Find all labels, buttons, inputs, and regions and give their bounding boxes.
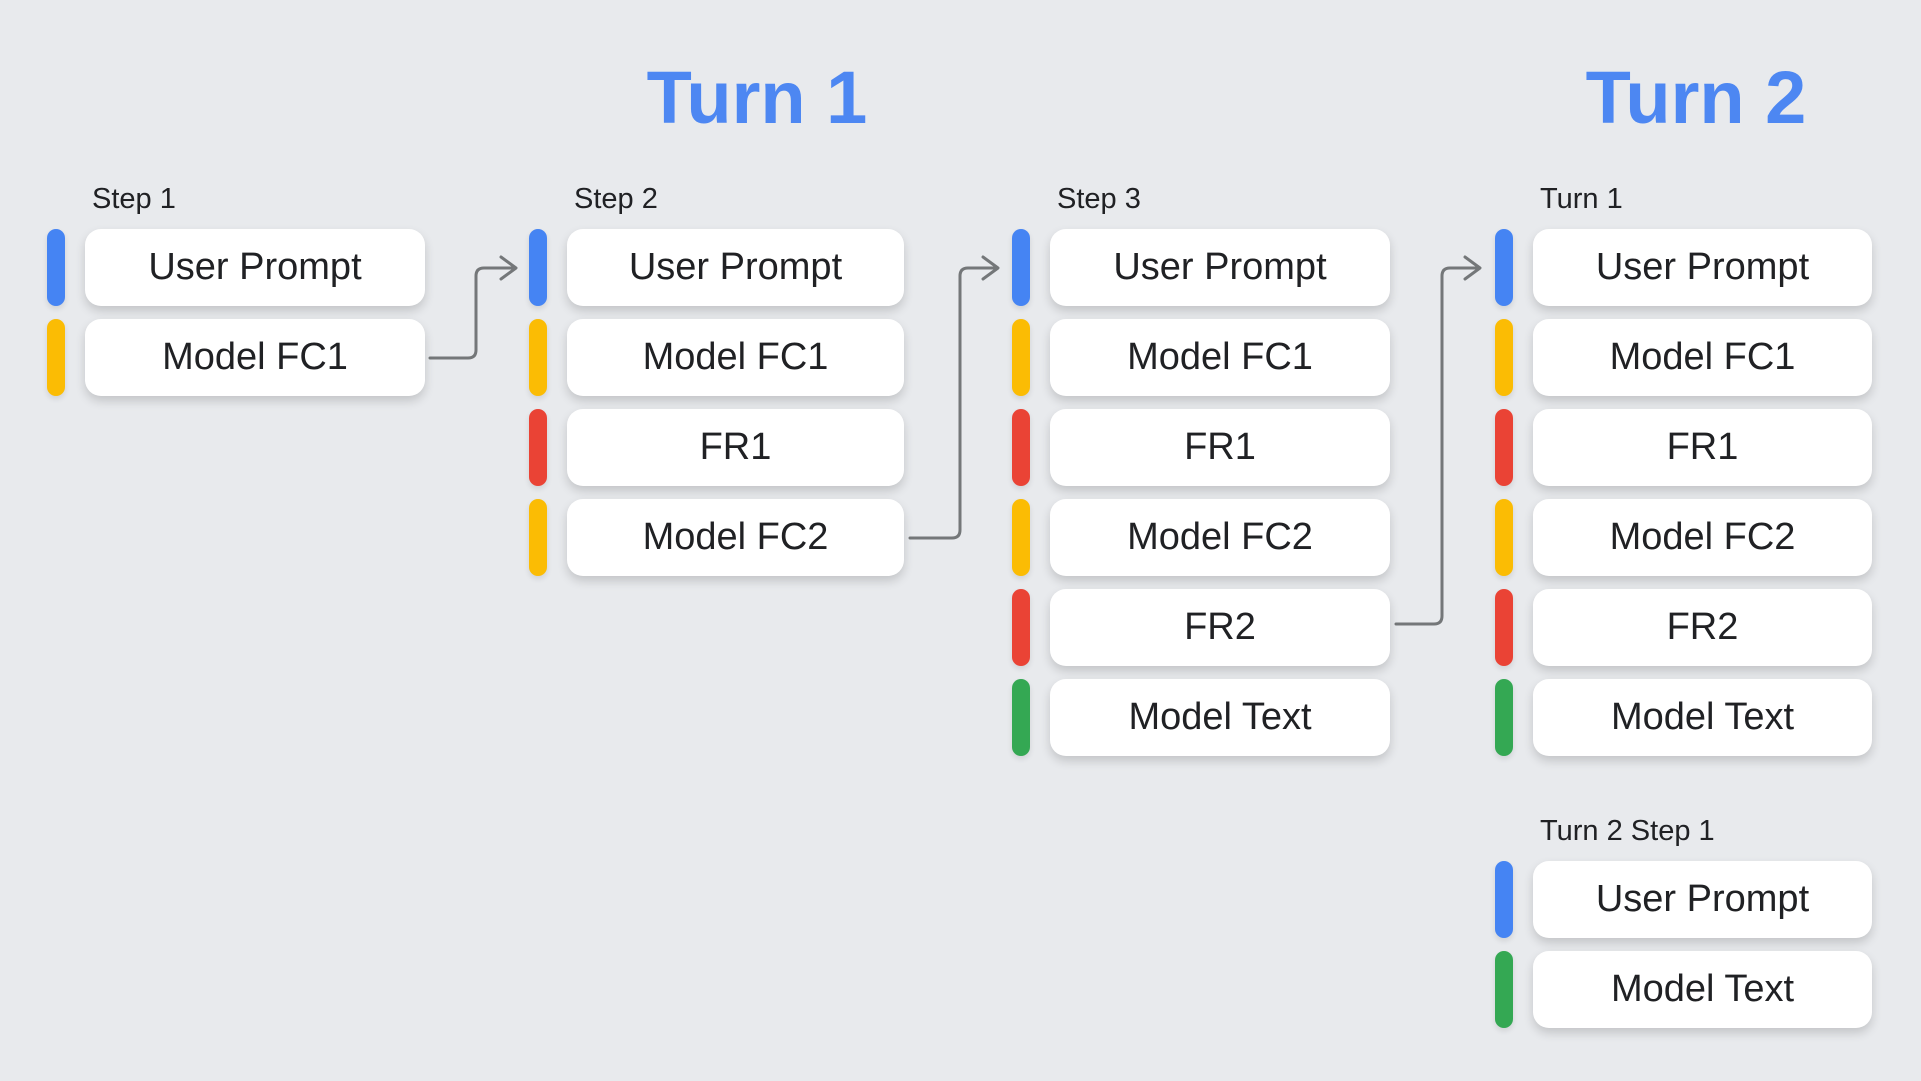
column-label: Turn 1	[1540, 183, 1623, 215]
card-model-text: Model Text	[1533, 951, 1872, 1028]
diagram-row: User Prompt	[47, 229, 425, 306]
turn-2-title: Turn 2	[1585, 56, 1807, 139]
card-model-fc2: Model FC2	[1533, 499, 1872, 576]
red-color-bar	[1012, 409, 1030, 486]
card-fr1: FR1	[1050, 409, 1390, 486]
card-fr1: FR1	[1533, 409, 1872, 486]
diagram-row: Model FC1	[1495, 319, 1872, 396]
card-user-prompt: User Prompt	[1050, 229, 1390, 306]
card-model-fc2: Model FC2	[1050, 499, 1390, 576]
card-model-text: Model Text	[1050, 679, 1390, 756]
diagram-row: User Prompt	[1012, 229, 1390, 306]
turn-1-title: Turn 1	[646, 56, 868, 139]
diagram-row: FR1	[529, 409, 904, 486]
diagram-row: Model FC1	[529, 319, 904, 396]
column-label: Step 1	[92, 183, 176, 215]
yellow-color-bar	[1012, 499, 1030, 576]
blue-color-bar	[529, 229, 547, 306]
diagram-row: Model Text	[1495, 951, 1872, 1028]
diagram-row: Model FC2	[1495, 499, 1872, 576]
card-model-fc1: Model FC1	[1533, 319, 1872, 396]
card-model-fc1: Model FC1	[85, 319, 425, 396]
green-color-bar	[1495, 679, 1513, 756]
card-model-fc2: Model FC2	[567, 499, 904, 576]
card-model-fc1: Model FC1	[567, 319, 904, 396]
diagram-row: User Prompt	[1495, 229, 1872, 306]
column-label: Turn 2 Step 1	[1540, 815, 1715, 847]
diagram-row: User Prompt	[1495, 861, 1872, 938]
diagram-row: Model FC2	[529, 499, 904, 576]
blue-color-bar	[47, 229, 65, 306]
card-fr1: FR1	[567, 409, 904, 486]
diagram-row: FR2	[1495, 589, 1872, 666]
yellow-color-bar	[1495, 499, 1513, 576]
diagram-row: Model Text	[1495, 679, 1872, 756]
card-user-prompt: User Prompt	[85, 229, 425, 306]
red-color-bar	[529, 409, 547, 486]
column-label: Step 2	[574, 183, 658, 215]
arrow-step3-to-turn1	[1394, 255, 1482, 626]
column-label: Step 3	[1057, 183, 1141, 215]
red-color-bar	[1495, 589, 1513, 666]
red-color-bar	[1495, 409, 1513, 486]
blue-color-bar	[1495, 229, 1513, 306]
yellow-color-bar	[47, 319, 65, 396]
arrow-step1-to-step2	[428, 255, 518, 360]
green-color-bar	[1012, 679, 1030, 756]
card-fr2: FR2	[1533, 589, 1872, 666]
arrowhead-icon	[981, 255, 1000, 281]
diagram-row: Model Text	[1012, 679, 1390, 756]
card-user-prompt: User Prompt	[567, 229, 904, 306]
arrowhead-icon	[499, 255, 518, 281]
diagram-row: User Prompt	[529, 229, 904, 306]
card-user-prompt: User Prompt	[1533, 861, 1872, 938]
yellow-color-bar	[1495, 319, 1513, 396]
card-model-fc1: Model FC1	[1050, 319, 1390, 396]
blue-color-bar	[1495, 861, 1513, 938]
diagram-row: FR2	[1012, 589, 1390, 666]
yellow-color-bar	[1012, 319, 1030, 396]
card-user-prompt: User Prompt	[1533, 229, 1872, 306]
diagram-row: FR1	[1495, 409, 1872, 486]
arrow-step2-to-step3	[908, 255, 1000, 540]
card-fr2: FR2	[1050, 589, 1390, 666]
diagram-row: Model FC1	[47, 319, 425, 396]
arrowhead-icon	[1463, 255, 1482, 281]
diagram-row: FR1	[1012, 409, 1390, 486]
diagram-row: Model FC2	[1012, 499, 1390, 576]
yellow-color-bar	[529, 499, 547, 576]
blue-color-bar	[1012, 229, 1030, 306]
card-model-text: Model Text	[1533, 679, 1872, 756]
diagram-row: Model FC1	[1012, 319, 1390, 396]
green-color-bar	[1495, 951, 1513, 1028]
yellow-color-bar	[529, 319, 547, 396]
red-color-bar	[1012, 589, 1030, 666]
